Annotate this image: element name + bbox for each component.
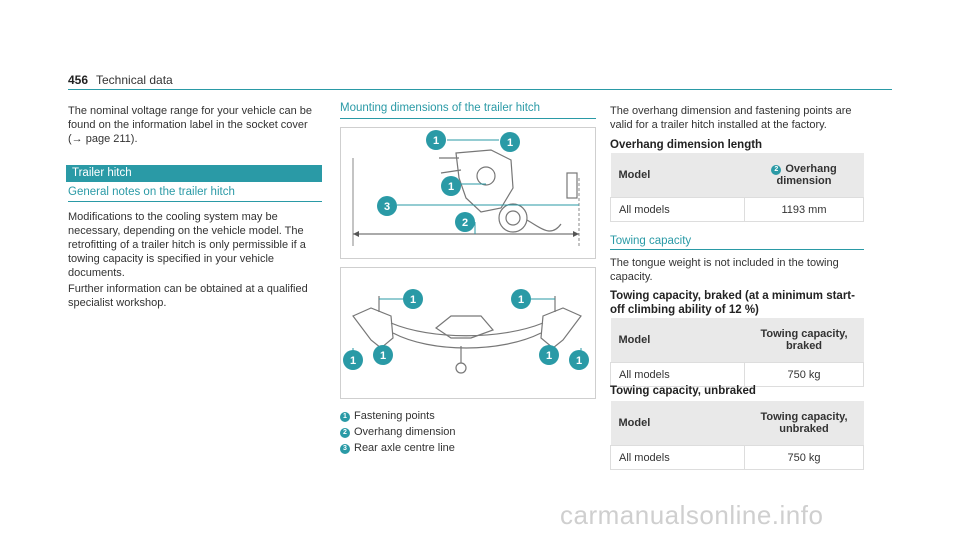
braked-col-model: Model [610,318,745,363]
legend-item: 2 Overhang dimension [340,424,456,440]
braked-value: 750 kg [744,362,864,387]
overhang-model: All models [610,197,745,222]
watermark: carmanualsonline.info [560,500,824,530]
braked-heading: Towing capacity, braked (at a minimum st… [610,290,855,316]
legend-item: 1 Fastening points [340,408,456,424]
legend-badge: 3 [340,444,350,454]
section-title: Technical data [96,73,173,87]
overhang-diagram: 1 1 1 3 2 [352,130,580,246]
notes-heading: General notes on the trailer hitch [68,186,235,198]
marker-1f: 1 [350,355,356,367]
marker-1e: 1 [518,294,524,306]
unbraked-value: 750 kg [744,445,864,470]
overhang-col-label: Overhang dimension [776,163,837,187]
unbraked-model: All models [610,445,745,470]
marker-1i: 1 [576,355,582,367]
marker-1c: 1 [448,181,454,193]
mounting-rule [340,118,596,119]
mounting-heading: Mounting dimensions of the trailer hitch [340,102,541,114]
towing-intro: The tongue weight is not included in the… [610,257,839,283]
braked-col-capacity: Towing capacity, braked [744,318,864,363]
legend-badge: 1 [340,412,350,422]
marker-1b: 1 [507,137,513,149]
marker-1a: 1 [433,135,439,147]
marker-2: 2 [462,217,468,229]
table-row: All models 750 kg [610,445,864,470]
marker-3: 3 [384,201,390,213]
braked-model: All models [610,362,745,387]
unbraked-heading: Towing capacity, unbraked [610,385,756,397]
marker-1d: 1 [410,294,416,306]
overhang-col-model: Model [610,153,745,198]
legend-badge: 2 [340,428,350,438]
figure-overhang: 1 1 1 3 2 [340,127,596,259]
notes-paragraph-1: Modifications to the cooling system may … [68,211,306,279]
figure-fastening-points: 1 1 1 1 1 1 [340,267,596,399]
notes-rule [68,201,322,202]
marker-1g: 1 [380,350,386,362]
legend-label: Fastening points [354,410,435,422]
header-rule [68,89,892,90]
towing-heading: Towing capacity [610,235,692,247]
overhang-badge: 2 [771,165,782,175]
overhang-heading: Overhang dimension length [610,139,763,151]
towing-rule [610,249,864,250]
fastening-diagram: 1 1 1 1 1 1 [343,289,589,374]
voltage-intro: The nominal voltage range for your vehic… [68,105,312,145]
page-number: 456 [68,73,89,87]
section-banner: Trailer hitch [66,165,322,182]
legend-label: Rear axle centre line [354,442,455,454]
notes-paragraph-2: Further information can be obtained at a… [68,283,308,309]
legend-item: 3 Rear axle centre line [340,440,456,456]
braked-table: Model Towing capacity, braked All models… [610,318,864,387]
unbraked-col-model: Model [610,401,745,446]
table-row: All models 1193 mm [610,197,864,222]
unbraked-col-capacity: Towing capacity, unbraked [744,401,864,446]
unbraked-table: Model Towing capacity, unbraked All mode… [610,401,864,470]
overhang-value: 1193 mm [744,197,864,222]
legend-label: Overhang dimension [354,426,456,438]
marker-1h: 1 [546,350,552,362]
table-row: All models 750 kg [610,362,864,387]
overhang-intro: The overhang dimension and fastening poi… [610,105,852,131]
